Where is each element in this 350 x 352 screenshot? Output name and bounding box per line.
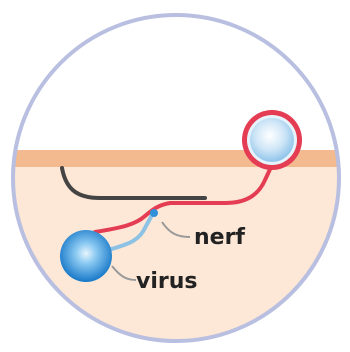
- surface-virus: [242, 110, 302, 170]
- nerve-label: nerf: [194, 225, 245, 250]
- nerve-junction-dot: [150, 209, 158, 217]
- magnified-circle: [0, 15, 350, 352]
- tissue-region: [0, 162, 350, 352]
- virus-label: virus: [136, 269, 198, 294]
- virus-particle: [60, 230, 112, 282]
